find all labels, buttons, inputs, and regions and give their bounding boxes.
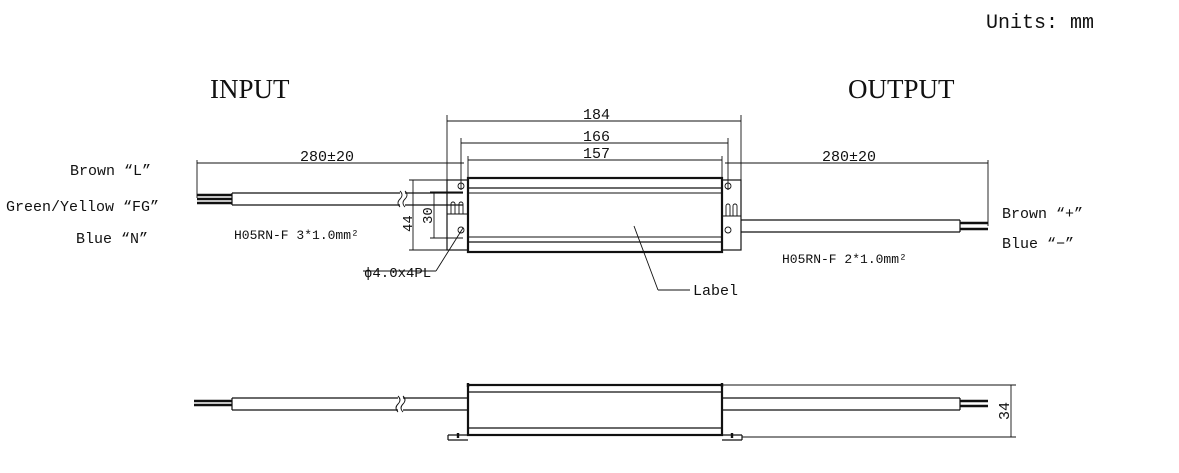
output-wire-blue-label: Blue “−” [1002,236,1074,253]
input-wire-brown-label: Brown “L” [70,163,151,180]
dim-overall-length: 184 [583,107,610,124]
hole-callout-leader [363,227,464,272]
output-cable-spec: H05RN-F 2*1.0mm² [782,252,907,267]
psu-body-side-view [447,383,743,441]
output-wire-brown-label: Brown “+” [1002,206,1083,223]
input-cable-side-view [194,395,468,413]
units-label: Units: mm [986,12,1094,35]
dim-hole: ϕ4.0x4PL [364,266,431,282]
dimension-lines-top [196,115,989,251]
dim-height: 34 [997,402,1014,420]
dim-mount-width: 30 [421,207,437,224]
input-cable-spec: H05RN-F 3*1.0mm² [234,228,359,243]
mounting-tab-right [721,179,742,251]
input-wire-blue-label: Blue “N” [76,231,148,248]
output-cable-length: 280±20 [822,149,876,166]
input-cable-length: 280±20 [300,149,354,166]
output-cable [741,219,988,233]
psu-body-top-view [466,176,724,254]
output-title: OUTPUT [848,74,955,104]
dim-mounting-length: 166 [583,129,610,146]
input-title: INPUT [210,74,290,104]
input-wire-green-yellow-label: Green/Yellow “FG” [6,199,159,216]
label-callout: Label [693,283,738,300]
label-callout-leader [633,225,690,291]
output-cable-side-view [722,397,988,411]
dim-width: 44 [401,215,417,232]
dim-body-length: 157 [583,146,610,163]
height-dimension-lines [722,384,1016,438]
mounting-tab-left [446,179,469,251]
input-cable [197,190,463,208]
